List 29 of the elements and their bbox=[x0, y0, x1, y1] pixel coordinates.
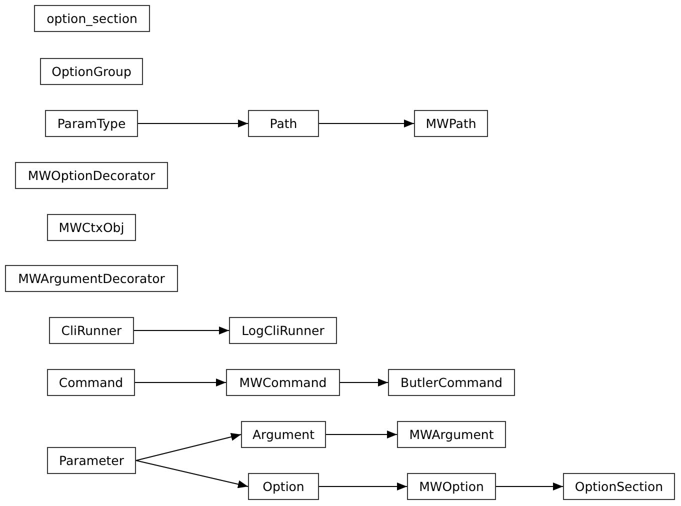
class-box: Command bbox=[47, 369, 135, 396]
class-box: MWArgumentDecorator bbox=[5, 265, 178, 292]
arrow bbox=[318, 120, 414, 128]
class-box: MWArgument bbox=[397, 421, 506, 448]
class-box: MWCommand bbox=[226, 369, 340, 396]
arrow bbox=[138, 120, 248, 128]
class-box: Argument bbox=[241, 421, 326, 448]
class-box: MWOptionDecorator bbox=[15, 162, 168, 189]
class-box: Option bbox=[248, 473, 319, 500]
class-box: MWCtxObj bbox=[47, 214, 136, 241]
arrow bbox=[340, 378, 388, 386]
class-box: OptionSection bbox=[563, 473, 675, 500]
class-box: Parameter bbox=[47, 447, 136, 474]
arrow bbox=[134, 378, 226, 386]
class-box: MWOption bbox=[407, 473, 496, 500]
class-box: CliRunner bbox=[49, 317, 134, 344]
arrow bbox=[136, 433, 242, 461]
class-box: ParamType bbox=[45, 110, 138, 137]
arrow bbox=[136, 460, 248, 488]
class-box: LogCliRunner bbox=[229, 317, 337, 344]
arrow bbox=[496, 482, 564, 490]
class-box: ButlerCommand bbox=[388, 369, 515, 396]
arrow bbox=[134, 326, 230, 334]
class-box: option_section bbox=[34, 5, 150, 32]
class-box: MWPath bbox=[414, 110, 488, 137]
arrow bbox=[326, 430, 398, 438]
class-box: OptionGroup bbox=[40, 58, 143, 85]
class-box: Path bbox=[248, 110, 319, 137]
arrow bbox=[318, 482, 408, 490]
